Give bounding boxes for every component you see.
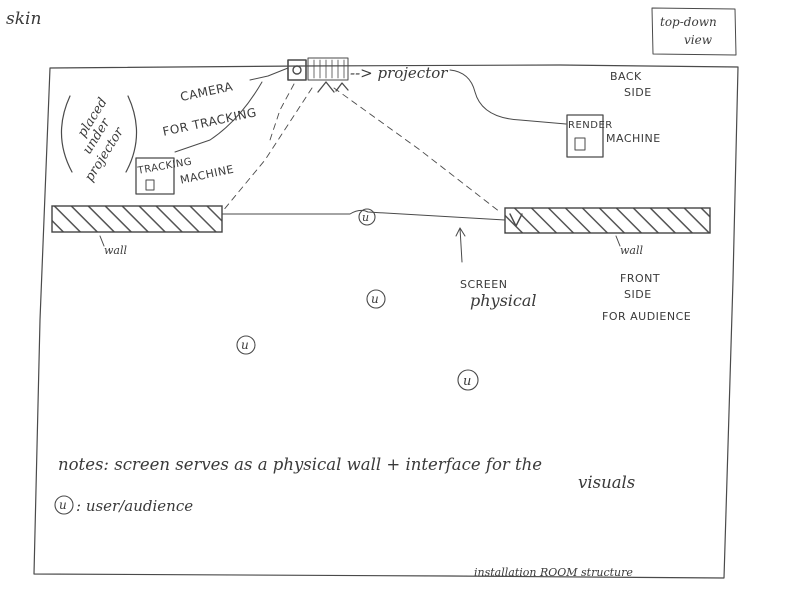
camera-view-left [269,83,295,141]
render-label-line2: MACHINE [606,132,661,145]
projector-icon [307,57,349,81]
view-label-top: top-down [660,15,717,29]
front-side-line1: FRONT [620,272,660,285]
back-side-line2: SIDE [624,86,652,99]
note-bracket-left [60,95,73,173]
wall-right-label: wall [620,244,643,257]
user-marker-audience-1-label: u [371,292,379,306]
view-label-box [651,7,737,56]
wall-left-tick [99,235,105,247]
back-side-line1: BACK [610,70,642,83]
camera-cable [249,67,289,81]
render-label-line1: RENDER [568,120,613,131]
user-marker-screen-label: u [362,211,369,224]
legend-text: : user/audience [76,497,193,515]
wall-left-label: wall [104,244,127,257]
render-machine-box [566,114,604,158]
view-label-bottom: view [684,33,713,47]
tracking-machine-box [135,157,175,195]
camera-lens-icon [292,65,302,75]
notes-line2: visuals [578,473,635,492]
room-outline [33,64,739,579]
screen-line [221,209,506,221]
camera-label-line1: CAMERA [179,79,235,104]
screen-pointer-head [455,227,466,237]
front-side-line2: SIDE [624,288,652,301]
user-marker-screen [358,208,376,226]
user-marker-audience-1 [366,289,386,309]
legend-user-marker [54,495,74,515]
projector-vents [313,59,345,79]
wall-right [504,207,711,234]
user-marker-audience-3 [457,369,479,391]
camera-icon [287,59,307,81]
user-marker-audience-2-label: u [241,338,249,352]
notes-line1: notes: screen serves as a physical wall … [58,455,542,474]
render-cable [449,69,567,125]
wall-right-tick [615,235,621,247]
tracking-cable [174,81,263,153]
note-bracket-right [125,95,138,173]
camera-label-line2: FOR TRACKING [161,105,258,139]
screen-label-line1: SCREEN [460,278,507,291]
legend-user-marker-label: u [59,498,67,512]
front-side-line3: FOR AUDIENCE [602,310,691,323]
user-marker-audience-3-label: u [463,374,471,389]
corner-label: skin [6,9,41,29]
screen-label-line2: physical [470,291,537,310]
projector-lens-icon [317,81,349,93]
user-marker-audience-2 [236,335,256,355]
footer-label: installation ROOM structure [474,566,633,579]
wall-left [51,205,223,233]
projector-label: --> projector [350,64,448,82]
right-wall-mark [509,213,523,227]
tracking-machine-drive [145,179,155,191]
render-machine-drive [574,137,586,151]
projection-cone-left [221,87,313,213]
projection-cone-right [333,87,501,213]
screen-pointer [459,227,463,263]
